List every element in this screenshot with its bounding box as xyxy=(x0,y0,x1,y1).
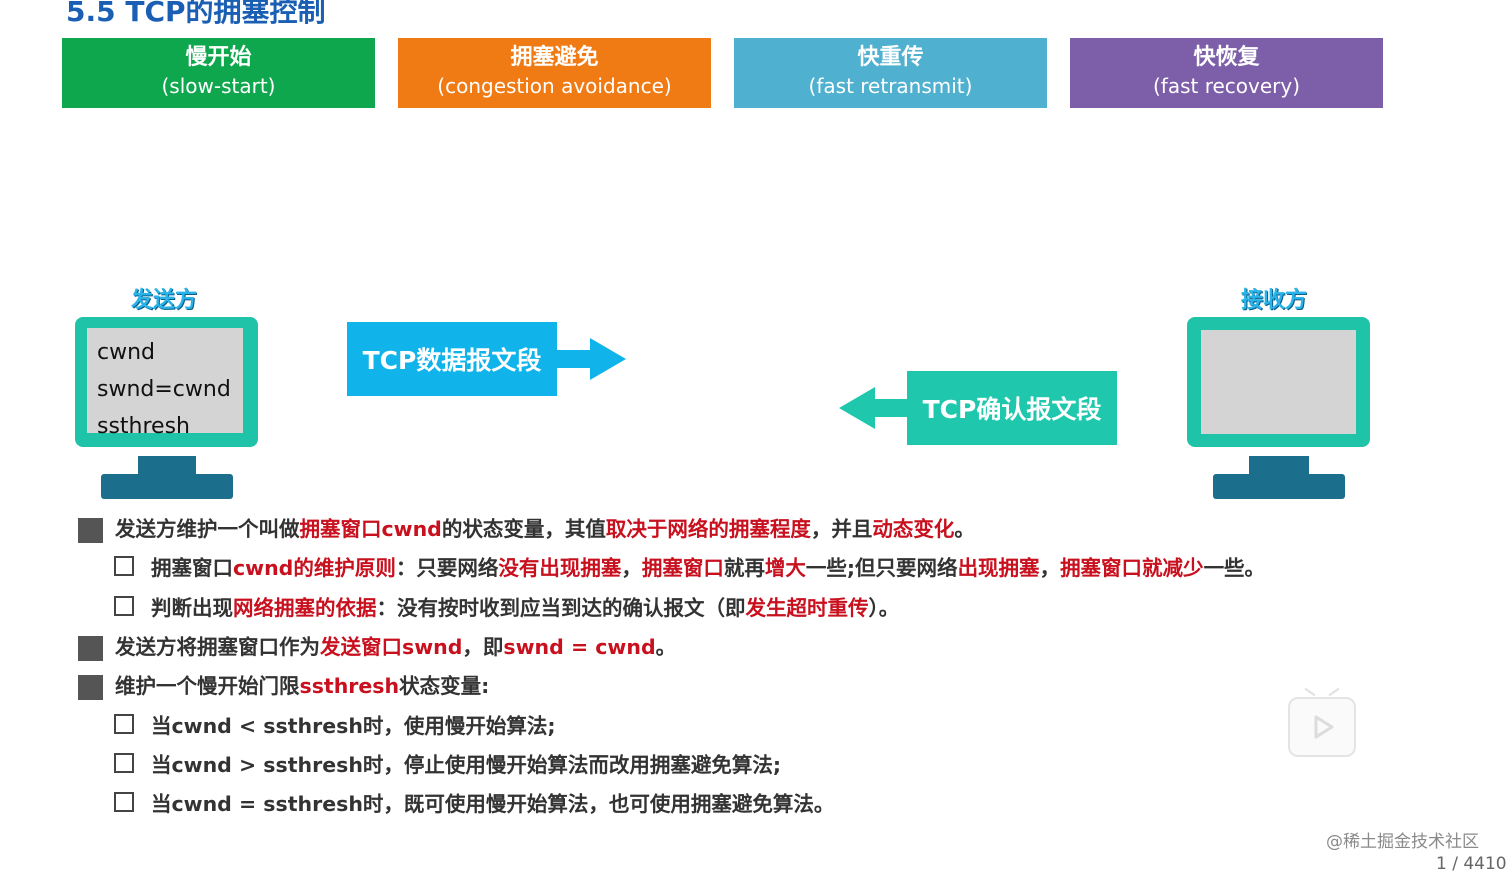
sub-bullet-item: 判断出现网络拥塞的依据：没有按时收到应当到达的确认报文（即发生超时重传）。 xyxy=(114,591,899,621)
watermark: @稀土掘金技术社区 xyxy=(1326,832,1479,852)
sender-var-cwnd: cwnd xyxy=(97,340,155,365)
phase-fast-recovery: 快恢复 (fast recovery) xyxy=(1070,38,1383,108)
plain-text: 一些;但只要网络 xyxy=(805,556,958,580)
plain-text: ， xyxy=(621,556,642,580)
phase-congestion-avoidance: 拥塞避免 (congestion avoidance) xyxy=(398,38,711,108)
bullet-text: 发送方将拥塞窗口作为发送窗口swnd，即swnd = cwnd。 xyxy=(115,635,676,659)
plain-text: ：没有按时收到应当到达的确认报文（即 xyxy=(376,596,746,620)
plain-text: 拥塞窗口 xyxy=(151,556,233,580)
plain-text: 一些。 xyxy=(1203,556,1266,580)
plain-text: ：只要网络 xyxy=(395,556,499,580)
plain-text: ，并且 xyxy=(810,517,873,541)
highlight-text: 拥塞窗口 xyxy=(641,556,724,580)
highlight-text: 网络拥塞的依据 xyxy=(233,596,377,620)
page-indicator: 1 / 4410 xyxy=(1436,854,1507,874)
checkbox-bullet-icon xyxy=(114,556,134,576)
plain-text: 。 xyxy=(655,635,677,659)
highlight-text: 没有出现拥塞 xyxy=(498,556,622,580)
bullet-text: 发送方维护一个叫做拥塞窗口cwnd的状态变量，其值取决于网络的拥塞程度，并且动态… xyxy=(115,517,975,541)
plain-text: ）。 xyxy=(868,596,900,620)
slide-title: 5.5 TCP的拥塞控制 xyxy=(66,0,326,28)
left-arrow-icon xyxy=(839,387,909,429)
plain-text: 当cwnd > ssthresh时，停止使用慢开始算法而改用拥塞避免算法; xyxy=(151,753,782,777)
sender-label: 发送方 xyxy=(131,288,198,313)
highlight-text: 增大 xyxy=(764,556,806,580)
phase-cn-label: 快重传 xyxy=(857,45,924,70)
phase-en-label: (congestion avoidance) xyxy=(437,74,672,98)
bullet-item: 维护一个慢开始门限ssthresh状态变量: xyxy=(78,669,489,700)
phase-cn-label: 快恢复 xyxy=(1193,45,1260,70)
phase-cn-label: 拥塞避免 xyxy=(510,45,599,70)
checkbox-bullet-icon xyxy=(114,596,134,616)
phase-fast-retransmit: 快重传 (fast retransmit) xyxy=(734,38,1047,108)
square-bullet-icon xyxy=(78,636,103,661)
plain-text: 。 xyxy=(954,517,975,541)
phase-en-label: (fast retransmit) xyxy=(808,74,973,98)
bullet-text: 维护一个慢开始门限ssthresh状态变量: xyxy=(115,674,489,698)
checkbox-bullet-icon xyxy=(114,714,134,734)
plain-text: 当cwnd = ssthresh时，既可使用慢开始算法，也可使用拥塞避免算法。 xyxy=(151,792,835,816)
plain-text: 判断出现 xyxy=(151,596,233,620)
square-bullet-icon xyxy=(78,675,103,700)
bullet-item: 发送方将拥塞窗口作为发送窗口swnd，即swnd = cwnd。 xyxy=(78,630,676,661)
square-bullet-icon xyxy=(78,518,103,543)
plain-text: ，即 xyxy=(462,635,504,659)
sub-bullet-item: 当cwnd = ssthresh时，既可使用慢开始算法，也可使用拥塞避免算法。 xyxy=(114,787,834,817)
bullet-item: 发送方维护一个叫做拥塞窗口cwnd的状态变量，其值取决于网络的拥塞程度，并且动态… xyxy=(78,512,975,543)
plain-text: 发送方维护一个叫做 xyxy=(115,517,300,541)
video-play-button[interactable] xyxy=(1288,687,1356,757)
bullet-text: 当cwnd < ssthresh时，使用慢开始算法; xyxy=(151,714,556,738)
highlight-text: 动态变化 xyxy=(872,517,955,541)
sender-var-swnd: swnd=cwnd xyxy=(97,377,231,402)
highlight-text: 发送窗口swnd xyxy=(320,635,463,659)
phase-en-label: (fast recovery) xyxy=(1152,74,1301,98)
plain-text: 维护一个慢开始门限 xyxy=(115,674,300,698)
phase-cn-label: 慢开始 xyxy=(185,45,252,70)
highlight-text: 拥塞窗口就减少 xyxy=(1060,556,1204,580)
highlight-text: 拥塞窗口cwnd xyxy=(299,517,442,541)
sender-var-ssthresh: ssthresh xyxy=(97,414,190,439)
phase-en-label: (slow-start) xyxy=(161,74,276,98)
plain-text: 的状态变量，其值 xyxy=(441,517,606,541)
highlight-text: cwnd的维护原则 xyxy=(233,556,396,580)
receiver-label: 接收方 xyxy=(1241,288,1308,313)
highlight-text: 发生超时重传 xyxy=(745,596,869,620)
highlight-text: 出现拥塞 xyxy=(957,556,1040,580)
sub-bullet-item: 拥塞窗口cwnd的维护原则：只要网络没有出现拥塞，拥塞窗口就再增大一些;但只要网… xyxy=(114,551,1265,581)
tcp-ack-segment: TCP确认报文段 xyxy=(907,371,1117,445)
checkbox-bullet-icon xyxy=(114,792,134,812)
checkbox-bullet-icon xyxy=(114,753,134,773)
bullet-text: 当cwnd > ssthresh时，停止使用慢开始算法而改用拥塞避免算法; xyxy=(151,753,781,777)
bullet-text: 判断出现网络拥塞的依据：没有按时收到应当到达的确认报文（即发生超时重传）。 xyxy=(151,596,899,620)
sub-bullet-item: 当cwnd > ssthresh时，停止使用慢开始算法而改用拥塞避免算法; xyxy=(114,748,781,778)
plain-text: 就再 xyxy=(723,556,765,580)
bullet-text: 当cwnd = ssthresh时，既可使用慢开始算法，也可使用拥塞避免算法。 xyxy=(151,792,834,816)
plain-text: 状态变量: xyxy=(399,674,490,698)
plain-text: 发送方将拥塞窗口作为 xyxy=(115,635,320,659)
highlight-text: swnd = cwnd xyxy=(503,635,656,659)
phase-slow-start: 慢开始 (slow-start) xyxy=(62,38,375,108)
tcp-data-segment: TCP数据报文段 xyxy=(347,322,557,396)
plain-text: ， xyxy=(1039,556,1061,580)
plain-text: 当cwnd < ssthresh时，使用慢开始算法; xyxy=(151,714,556,738)
play-icon xyxy=(1314,715,1334,739)
highlight-text: ssthresh xyxy=(299,674,400,698)
highlight-text: 取决于网络的拥塞程度 xyxy=(605,517,811,541)
right-arrow-icon xyxy=(556,338,626,380)
sub-bullet-item: 当cwnd < ssthresh时，使用慢开始算法; xyxy=(114,709,556,739)
bullet-text: 拥塞窗口cwnd的维护原则：只要网络没有出现拥塞，拥塞窗口就再增大一些;但只要网… xyxy=(151,556,1265,580)
